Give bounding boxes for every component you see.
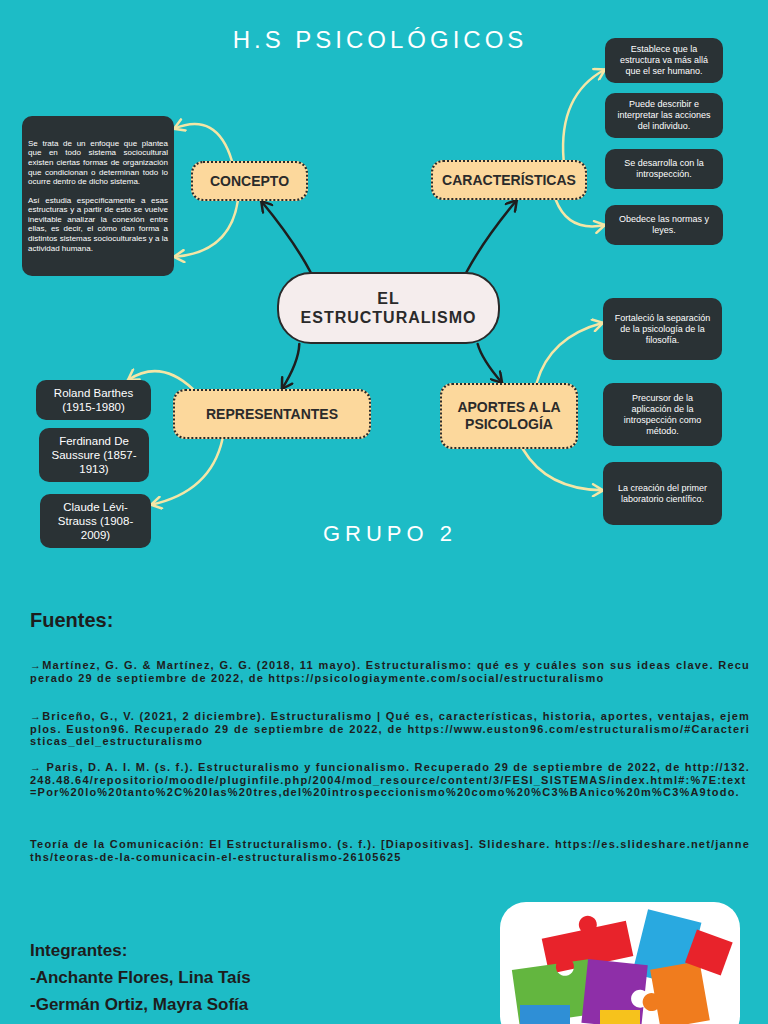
node-text: Ferdinand De Saussure (1857-1913) <box>47 434 141 476</box>
puzzle-pieces <box>512 908 733 1024</box>
node-text: CONCEPTO <box>210 173 289 190</box>
node-text: Fortaleció la separación de la psicologí… <box>611 313 714 346</box>
branch-box: CONCEPTO <box>191 161 308 201</box>
diagram-title: H.S PSICOLÓGICOS <box>180 26 580 54</box>
person-box: Claude Lévi-Strauss (1908-2009) <box>40 494 151 548</box>
curved-arrow <box>261 201 310 272</box>
info-box: La creación del primer laboratorio cient… <box>603 462 722 525</box>
node-text: APORTES A LA PSICOLOGÍA <box>450 399 568 433</box>
node-text: CARACTERÍSTICAS <box>442 172 576 189</box>
curved-arrow <box>282 344 299 389</box>
image-ground <box>500 902 740 1024</box>
node-text: Así estudia específicamente a esas estru… <box>28 196 168 254</box>
curved-arrow <box>467 200 517 272</box>
node-text: Puede describir e interpretar las accion… <box>613 99 715 132</box>
branch-box: APORTES A LA PSICOLOGÍA <box>440 383 578 449</box>
node-text: Establece que la estructura va más allá … <box>613 44 715 77</box>
section-heading: Fuentes: <box>30 609 230 632</box>
node-text: REPRESENTANTES <box>206 406 338 423</box>
central-node: EL ESTRUCTURALISMO <box>277 272 500 344</box>
reference: →Martínez, G. G. & Martínez, G. G. (2018… <box>30 659 750 684</box>
member-name: -Anchante Flores, Lina Taís <box>30 968 430 988</box>
info-box: Se trata de un enfoque que plantea que e… <box>22 116 174 276</box>
member-name: -Germán Ortiz, Mayra Sofía <box>30 995 430 1015</box>
node-text: EL ESTRUCTURALISMO <box>293 289 484 327</box>
curved-arrow <box>174 201 238 257</box>
reference: →Briceño, G., V. (2021, 2 diciembre). Es… <box>30 710 750 748</box>
curved-arrow <box>151 439 223 505</box>
node-text: La creación del primer laboratorio cient… <box>611 483 714 505</box>
section-heading: Integrantes: <box>30 941 330 961</box>
node-text: Roland Barthes (1915-1980) <box>44 386 143 414</box>
curved-arrow <box>523 449 603 490</box>
node-text: Obedece las normas y leyes. <box>613 214 715 236</box>
curved-arrow <box>174 124 232 161</box>
person-box: Roland Barthes (1915-1980) <box>36 380 151 420</box>
reference: → Paris, D. A. I. M. (s. f.). Estructura… <box>30 761 750 799</box>
info-box: Puede describir e interpretar las accion… <box>605 93 723 138</box>
curved-arrow <box>563 70 605 161</box>
node-text: Precursor de la aplicación de la introsp… <box>611 393 714 437</box>
person-box: Ferdinand De Saussure (1857-1913) <box>39 428 149 482</box>
info-box: Se desarrolla con la introspección. <box>605 149 723 189</box>
group-label: GRUPO 2 <box>280 521 500 547</box>
curved-arrow <box>537 323 603 383</box>
info-box: Establece que la estructura va más allá … <box>605 38 723 83</box>
reference: Teoría de la Comunicación: El Estructura… <box>30 838 750 863</box>
info-box: Precursor de la aplicación de la introsp… <box>603 383 722 446</box>
info-box: Obedece las normas y leyes. <box>605 205 723 245</box>
node-text: Se desarrolla con la introspección. <box>613 158 715 180</box>
curved-arrow <box>478 344 502 383</box>
branch-box: CARACTERÍSTICAS <box>431 160 587 200</box>
branch-box: REPRESENTANTES <box>173 389 371 439</box>
node-text: Claude Lévi-Strauss (1908-2009) <box>48 500 143 542</box>
curved-arrow <box>556 200 605 226</box>
node-text: Se trata de un enfoque que plantea que e… <box>28 139 168 187</box>
info-box: Fortaleció la separación de la psicologí… <box>603 298 722 360</box>
